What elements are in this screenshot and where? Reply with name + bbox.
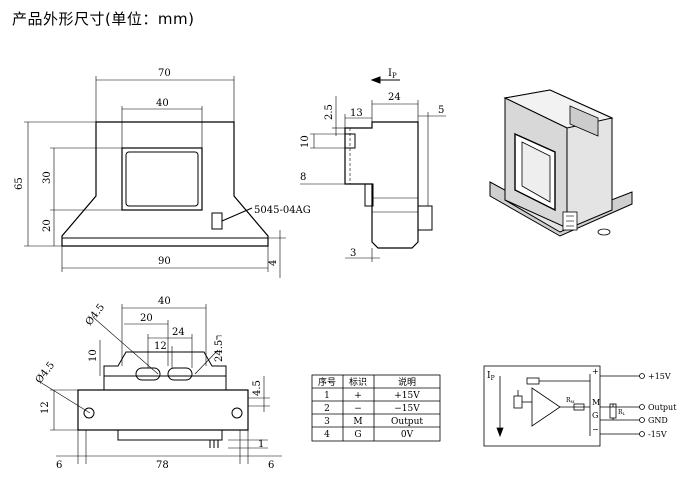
circuit-rm-label: RM bbox=[566, 397, 575, 404]
table-cell: 2 bbox=[324, 404, 330, 414]
out-minus15-label: -15V bbox=[648, 430, 667, 439]
circuit-ip-label: IP bbox=[487, 371, 495, 382]
ip-arrow-head bbox=[370, 76, 381, 84]
out-output-label: Output bbox=[648, 403, 677, 412]
terminal-gnd bbox=[639, 417, 645, 423]
circuit-m: M bbox=[592, 398, 600, 407]
dim-5-label: 5 bbox=[438, 105, 444, 116]
bottom-body bbox=[103, 375, 227, 391]
dim-40-label: 40 bbox=[156, 98, 169, 109]
front-window-inner bbox=[125, 151, 199, 207]
front-window bbox=[121, 147, 203, 211]
side-connector bbox=[417, 205, 433, 231]
table-cell: 1 bbox=[324, 391, 330, 401]
page-title: 产品外形尺寸(单位：mm) bbox=[12, 10, 195, 28]
dim-24-label: 24 bbox=[388, 92, 401, 103]
bottom-dim-6-right-label: 6 bbox=[268, 460, 274, 471]
bottom-base-plate bbox=[77, 389, 249, 431]
dim-90-label: 90 bbox=[158, 256, 171, 267]
table-cell: + bbox=[354, 391, 362, 401]
bottom-dim-10-label: 10 bbox=[88, 349, 99, 362]
bottom-dim-20-label: 20 bbox=[140, 313, 153, 324]
bottom-dim-6-left-label: 6 bbox=[56, 460, 62, 471]
table-header-desc: 说明 bbox=[398, 376, 416, 388]
dim-10-label: 10 bbox=[300, 135, 311, 148]
bottom-side-hole-label: Ø4.5 bbox=[34, 360, 58, 386]
side-foot bbox=[364, 183, 374, 207]
bottom-dim-40-label: 40 bbox=[158, 296, 171, 307]
connector-label: 5045-04AG bbox=[254, 205, 311, 216]
dim-8-label: 8 bbox=[300, 172, 306, 183]
bottom-dim-12-left-label: 12 bbox=[40, 401, 51, 414]
table-cell: 3 bbox=[324, 417, 330, 427]
rm-resistor bbox=[573, 403, 585, 411]
table-cell: G bbox=[354, 430, 361, 440]
table-cell: 0V bbox=[401, 430, 414, 440]
connector-leader bbox=[221, 207, 253, 222]
circuit-plus: + bbox=[592, 367, 599, 376]
iso-mount-hole bbox=[597, 228, 611, 236]
side-view: IP 24 5 13 2.5 10 8 3 bbox=[300, 68, 446, 262]
bottom-slot-label: 2ר4.5 bbox=[214, 335, 225, 362]
table-header-mark: 标识 bbox=[349, 376, 367, 388]
bottom-dim-4-5-label: 4.5 bbox=[252, 380, 263, 396]
out-gnd-label: GND bbox=[648, 416, 668, 425]
terminal-plus15 bbox=[639, 373, 645, 379]
circuit-g: G bbox=[592, 411, 598, 420]
dim-20-label: 20 bbox=[42, 219, 53, 232]
table-header-index: 序号 bbox=[318, 376, 336, 388]
isometric-view bbox=[489, 89, 633, 237]
dim-70-label: 70 bbox=[158, 68, 171, 79]
front-body-outline bbox=[61, 121, 269, 247]
circuit-rl-label: RL bbox=[618, 409, 626, 416]
bottom-dim-24-label: 24 bbox=[172, 327, 185, 338]
table-cell: −15V bbox=[394, 404, 420, 414]
left-mount-hole bbox=[83, 407, 95, 419]
dim-30-label: 30 bbox=[42, 171, 53, 184]
op-amp-symbol bbox=[531, 387, 561, 427]
front-view: 70 40 65 30 20 90 4 5045-04AG bbox=[14, 68, 311, 278]
bottom-slot-block bbox=[103, 351, 227, 377]
right-mount-hole bbox=[231, 407, 243, 419]
right-slot bbox=[167, 367, 193, 381]
left-slot bbox=[135, 367, 161, 381]
bottom-hole-diam-label: Ø4.5 bbox=[84, 302, 108, 328]
table-cell: +15V bbox=[394, 391, 420, 401]
dim-2-5-label: 2.5 bbox=[324, 104, 335, 120]
bottom-dim-78-label: 78 bbox=[156, 460, 169, 471]
table-cell: − bbox=[354, 404, 362, 414]
terminal-output bbox=[639, 404, 645, 410]
table-cell: 4 bbox=[324, 430, 330, 440]
table-cell: Output bbox=[391, 417, 423, 427]
connector-pins bbox=[211, 212, 223, 230]
bottom-view: Ø4.5 40 20 24 12 2ר4.5 10 Ø4.5 4.5 12 1 … bbox=[34, 296, 282, 471]
pin-table: 序号 标识 说明 1 + +15V 2 − −15V 3 M Output 4 … bbox=[311, 374, 441, 442]
terminal-minus15 bbox=[639, 431, 645, 437]
bottom-dim-1-label: 1 bbox=[258, 439, 264, 450]
circuit-box bbox=[483, 365, 601, 447]
side-ip-label: IP bbox=[388, 68, 397, 80]
bottom-connector bbox=[117, 430, 223, 441]
dim-65-label: 65 bbox=[14, 177, 25, 190]
side-body-outline bbox=[344, 121, 419, 249]
bottom-dim-12-label: 12 bbox=[154, 341, 167, 352]
out-plus15-label: +15V bbox=[648, 372, 671, 381]
circuit-diagram: IP + M G − RM RL +15V Output GND -15V bbox=[483, 365, 677, 447]
table-cell: M bbox=[353, 417, 362, 427]
dim-13-label: 13 bbox=[350, 108, 363, 119]
circuit-minus: − bbox=[592, 425, 599, 434]
dim-4-label: 4 bbox=[268, 260, 279, 266]
dim-3-label: 3 bbox=[350, 248, 356, 259]
